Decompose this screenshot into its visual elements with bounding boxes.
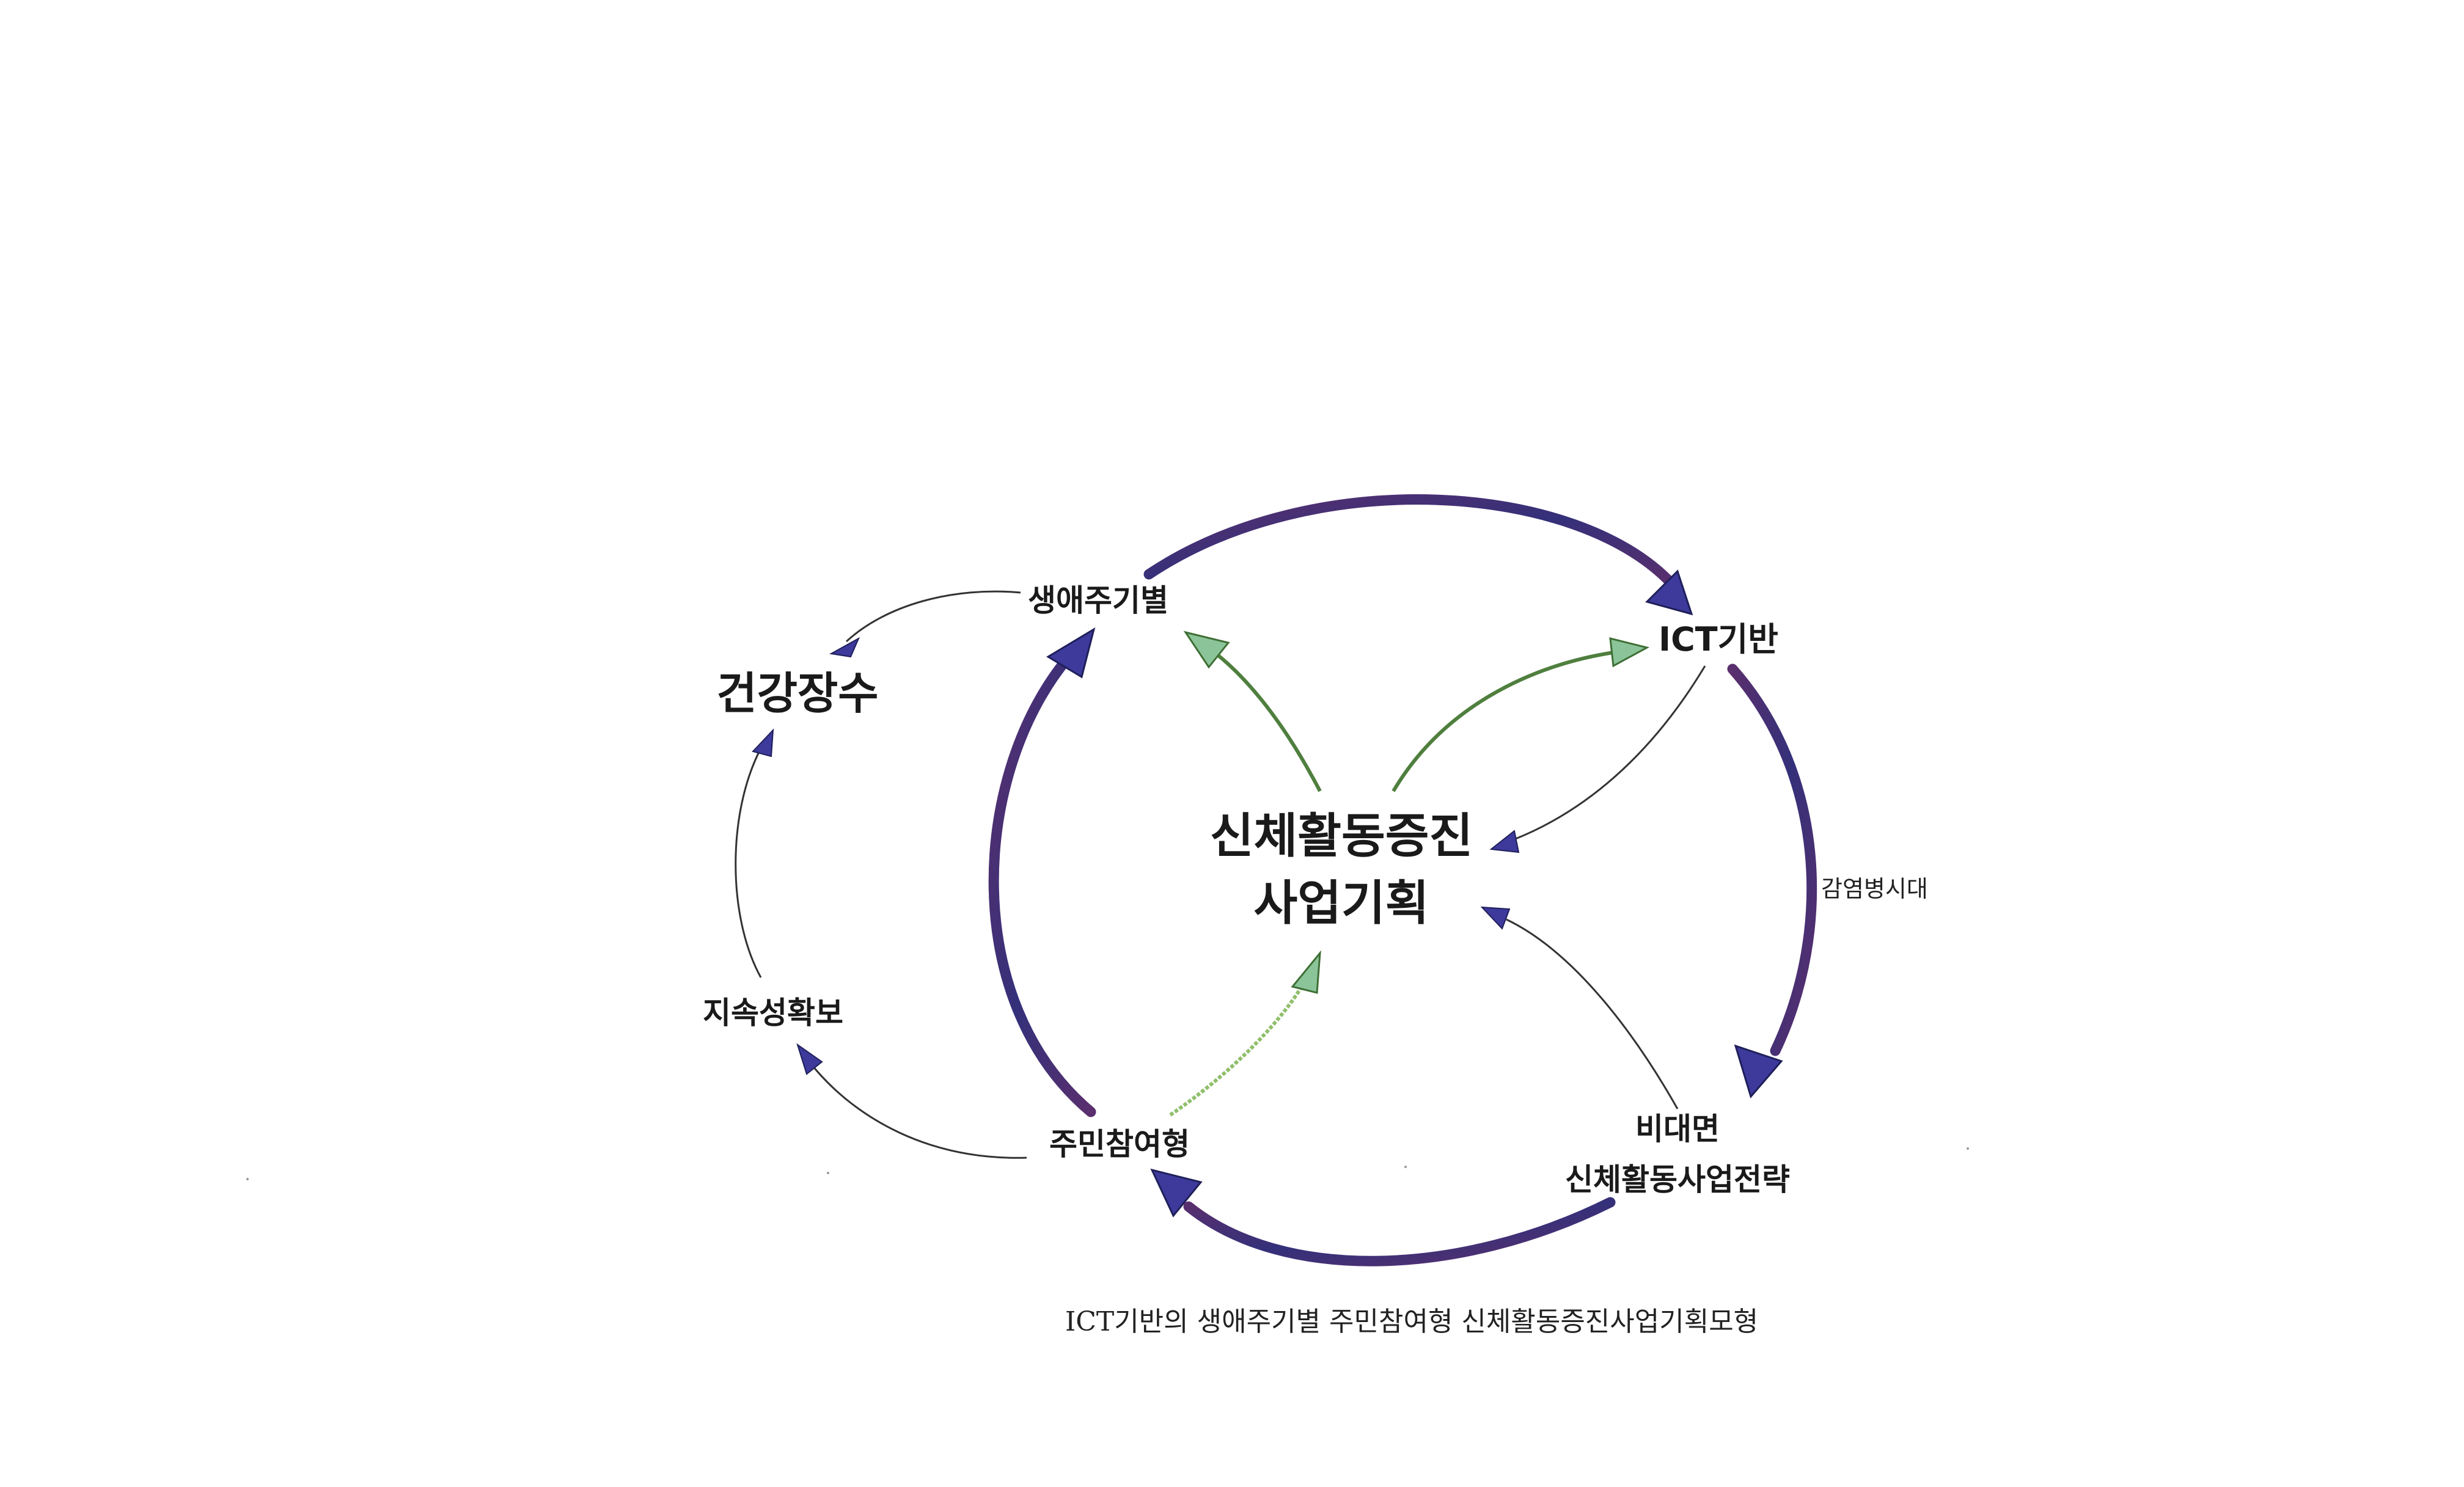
arrowhead — [1480, 906, 1511, 930]
arrowhead — [1609, 637, 1650, 668]
diagram-caption: ICT기반의 생애주기별 주민참여형 신체활동증진사업기획모형 — [1065, 1306, 1758, 1337]
node-ict: ICT기반 — [1659, 620, 1778, 659]
green-arrow-center-to-lifecycle — [1215, 652, 1322, 792]
scan-speck — [827, 1172, 829, 1174]
thin-arrow-lifecycle-to-longevity — [845, 590, 1021, 643]
arrowhead — [1046, 627, 1096, 679]
thin-arrow-sustain-to-longevity — [735, 748, 762, 978]
node-longevity: 건강장수 — [717, 668, 879, 719]
arrowhead — [1489, 830, 1520, 853]
arrowhead — [1150, 1168, 1203, 1218]
edge-label-pandemic: 감염병시대 — [1821, 875, 1928, 902]
arrowhead — [752, 728, 774, 758]
arrowhead — [1183, 630, 1230, 669]
green-arrow-center-to-ict — [1392, 651, 1614, 792]
arrowhead — [1291, 950, 1321, 994]
thin-arrow-untact-to-center — [1506, 918, 1679, 1109]
cycle-arrow-lifecycle-to-ict — [1143, 494, 1677, 589]
cycle-arrow-ict-to-untact — [1727, 663, 1817, 1056]
scan-speck — [1967, 1147, 1969, 1150]
cycle-arrow-resident-to-lifecycle — [988, 654, 1096, 1117]
arrowhead — [1734, 1044, 1783, 1099]
green-arrow-resident-to-center — [1169, 985, 1304, 1117]
node-resident: 주민참여형 — [1049, 1127, 1190, 1162]
cycle-arrow-untact-to-resident — [1183, 1197, 1616, 1266]
center-node-line1: 신체활동증진 — [1210, 809, 1473, 864]
scan-speck — [246, 1178, 249, 1180]
node-untact-line2: 신체활동사업전략 — [1565, 1162, 1790, 1197]
thin-arrow-ict-to-center — [1512, 665, 1706, 841]
scan-speck — [1404, 1166, 1407, 1168]
center-node-line2: 사업기획 — [1253, 876, 1429, 931]
node-sustain: 지속성확보 — [703, 995, 843, 1031]
thin-arrow-resident-to-sustain — [812, 1065, 1027, 1159]
arrowhead — [1645, 569, 1693, 616]
arrowhead — [796, 1043, 823, 1075]
arrowhead — [829, 637, 860, 658]
node-untact-line1: 비대면 — [1635, 1111, 1720, 1147]
node-lifecycle: 생애주기별 — [1028, 583, 1168, 618]
